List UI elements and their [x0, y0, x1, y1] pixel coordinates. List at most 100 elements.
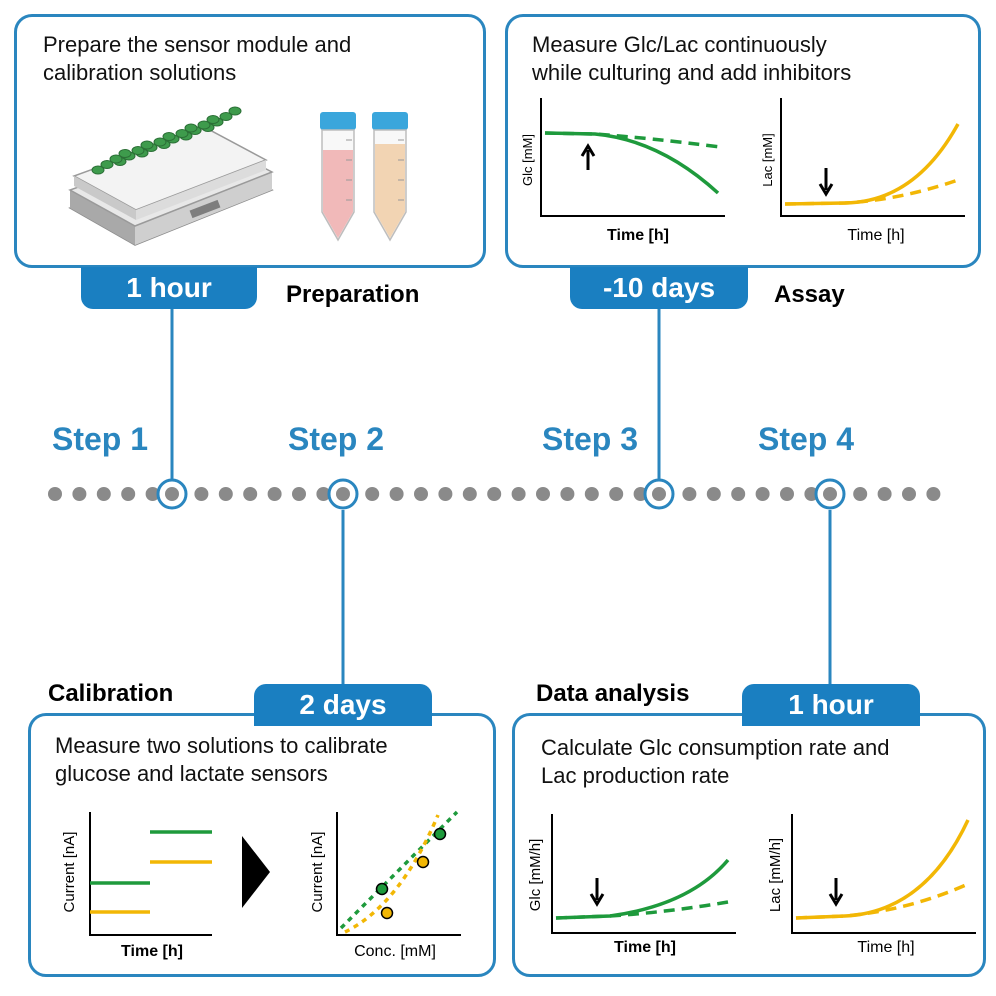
- timeline-dot: [511, 487, 526, 501]
- timeline-dot: [926, 487, 941, 501]
- assay-glc-axes: [540, 98, 725, 217]
- analysis-glc-solid-line: [555, 858, 730, 920]
- timeline-dot: [414, 487, 428, 501]
- analysis-lac-xlabel: Time [h]: [857, 939, 914, 956]
- analysis-text: Calculate Glc consumption rate and Lac p…: [541, 734, 890, 790]
- sensor-module-illustration: [68, 106, 274, 246]
- preparation-text: Prepare the sensor module and calibratio…: [43, 31, 351, 87]
- timeline-dot: [755, 487, 770, 501]
- timeline-dot: [292, 487, 306, 501]
- timeline-dot: [462, 487, 477, 501]
- preparation-duration-tab: 1 hour: [81, 267, 257, 309]
- assay-glc-ylabel: Glc [mM]: [520, 134, 535, 186]
- assay-lac-axes: [780, 98, 965, 217]
- sensor-well: [118, 149, 132, 158]
- calibration-green-fit: [339, 810, 459, 930]
- sensor-wells: [91, 106, 242, 175]
- analysis-lac-chart: [791, 814, 976, 934]
- sensor-well: [175, 129, 189, 138]
- analysis-lac-dashed-line: [795, 882, 969, 920]
- step-4-label: Step 4: [758, 421, 855, 457]
- calibration-box: Measure two solutions to calibrate gluco…: [28, 713, 496, 977]
- step-2-label: Step 2: [288, 421, 385, 457]
- sensor-well: [109, 154, 123, 164]
- timeline-dot: [780, 487, 794, 501]
- calibration-text-line2: glucose and lactate sensors: [55, 761, 328, 786]
- assay-glc-solid-line: [544, 131, 720, 195]
- analysis-lac-axes: [791, 814, 976, 934]
- preparation-box: Prepare the sensor module and calibratio…: [14, 14, 486, 268]
- calibration-conc-axes: [336, 812, 461, 936]
- analysis-box: Calculate Glc consumption rate and Lac p…: [512, 713, 986, 977]
- timeline-dot: [853, 487, 868, 501]
- timeline-dot: [877, 487, 892, 501]
- assay-text: Measure Glc/Lac continuously while cultu…: [532, 31, 851, 87]
- assay-lac-xlabel: Time [h]: [847, 227, 904, 244]
- analysis-phase-label: Data analysis: [536, 680, 690, 707]
- timeline-dot: [194, 487, 209, 501]
- sensor-well: [140, 140, 154, 150]
- calibration-time-chart: [89, 812, 212, 936]
- preparation-text-line1: Prepare the sensor module and: [43, 32, 352, 57]
- sensor-well: [228, 106, 242, 116]
- calibration-green-point-2: [433, 827, 447, 841]
- calibration-phase-label: Calibration: [48, 680, 174, 707]
- assay-glc-arrow-icon: [580, 143, 596, 170]
- calibration-conc-chart: [336, 810, 461, 936]
- analysis-glc-chart: [551, 814, 736, 934]
- timeline-dot: [682, 487, 697, 501]
- timeline-dot: [218, 487, 233, 501]
- timeline-dot: [267, 487, 282, 501]
- calibration-text-line1: Measure two solutions to calibrate: [55, 733, 388, 758]
- sensor-well: [100, 160, 114, 169]
- calibration-time-xlabel: Time [h]: [121, 943, 183, 960]
- timeline-dot: [389, 487, 404, 501]
- timeline-dot: [72, 487, 87, 501]
- calibration-yellow-point-2: [416, 855, 430, 869]
- timeline-dot: [536, 487, 550, 501]
- calibration-yellow-point-1: [380, 906, 394, 920]
- step-4-marker-dot: [823, 487, 837, 501]
- sensor-well: [153, 137, 167, 147]
- tube-beige: [372, 112, 408, 242]
- assay-lac-ylabel: Lac [mM]: [760, 133, 775, 186]
- analysis-lac-solid-line: [795, 819, 970, 920]
- assay-lac-chart: [780, 98, 965, 217]
- calibration-time-ylabel: Current [nA]: [61, 832, 78, 913]
- timeline-dots: [48, 487, 941, 501]
- timeline-dot: [96, 487, 111, 501]
- calibration-time-axes: [89, 812, 212, 936]
- timeline-dot: [487, 487, 502, 501]
- timeline-dot: [609, 487, 624, 501]
- timeline-dot: [584, 487, 599, 501]
- timeline-dot: [316, 487, 331, 501]
- step-2-marker-dot: [336, 487, 350, 501]
- analysis-text-line1: Calculate Glc consumption rate and: [541, 735, 890, 760]
- timeline-dot: [804, 487, 819, 501]
- step-3-label: Step 3: [542, 421, 639, 457]
- timeline-dot: [121, 487, 136, 501]
- timeline-dot: [365, 487, 380, 501]
- timeline-dot: [48, 487, 62, 501]
- timeline-dot: [243, 487, 258, 501]
- assay-text-line2: while culturing and add inhibitors: [532, 60, 852, 85]
- timeline-dot: [902, 487, 916, 501]
- calibration-text: Measure two solutions to calibrate gluco…: [55, 732, 388, 788]
- preparation-phase-label: Preparation: [286, 281, 420, 308]
- analysis-glc-xlabel: Time [h]: [614, 939, 676, 956]
- assay-lac-solid-line: [784, 123, 960, 206]
- step-1-label: Step 1: [52, 421, 149, 457]
- timeline-dot: [438, 487, 453, 501]
- analysis-lac-arrow-icon: [828, 878, 844, 907]
- analysis-glc-axes: [551, 814, 736, 934]
- sensor-well: [91, 165, 105, 175]
- assay-phase-label: Assay: [774, 281, 845, 308]
- assay-text-line1: Measure Glc/Lac continuously: [532, 32, 827, 57]
- timeline-dot: [706, 487, 721, 501]
- calibration-green-point-1: [375, 882, 389, 896]
- analysis-text-line2: Lac production rate: [541, 763, 730, 788]
- analysis-glc-arrow-icon: [589, 878, 605, 907]
- calibration-conc-ylabel: Current [nA]: [309, 832, 326, 913]
- sensor-well: [184, 123, 198, 133]
